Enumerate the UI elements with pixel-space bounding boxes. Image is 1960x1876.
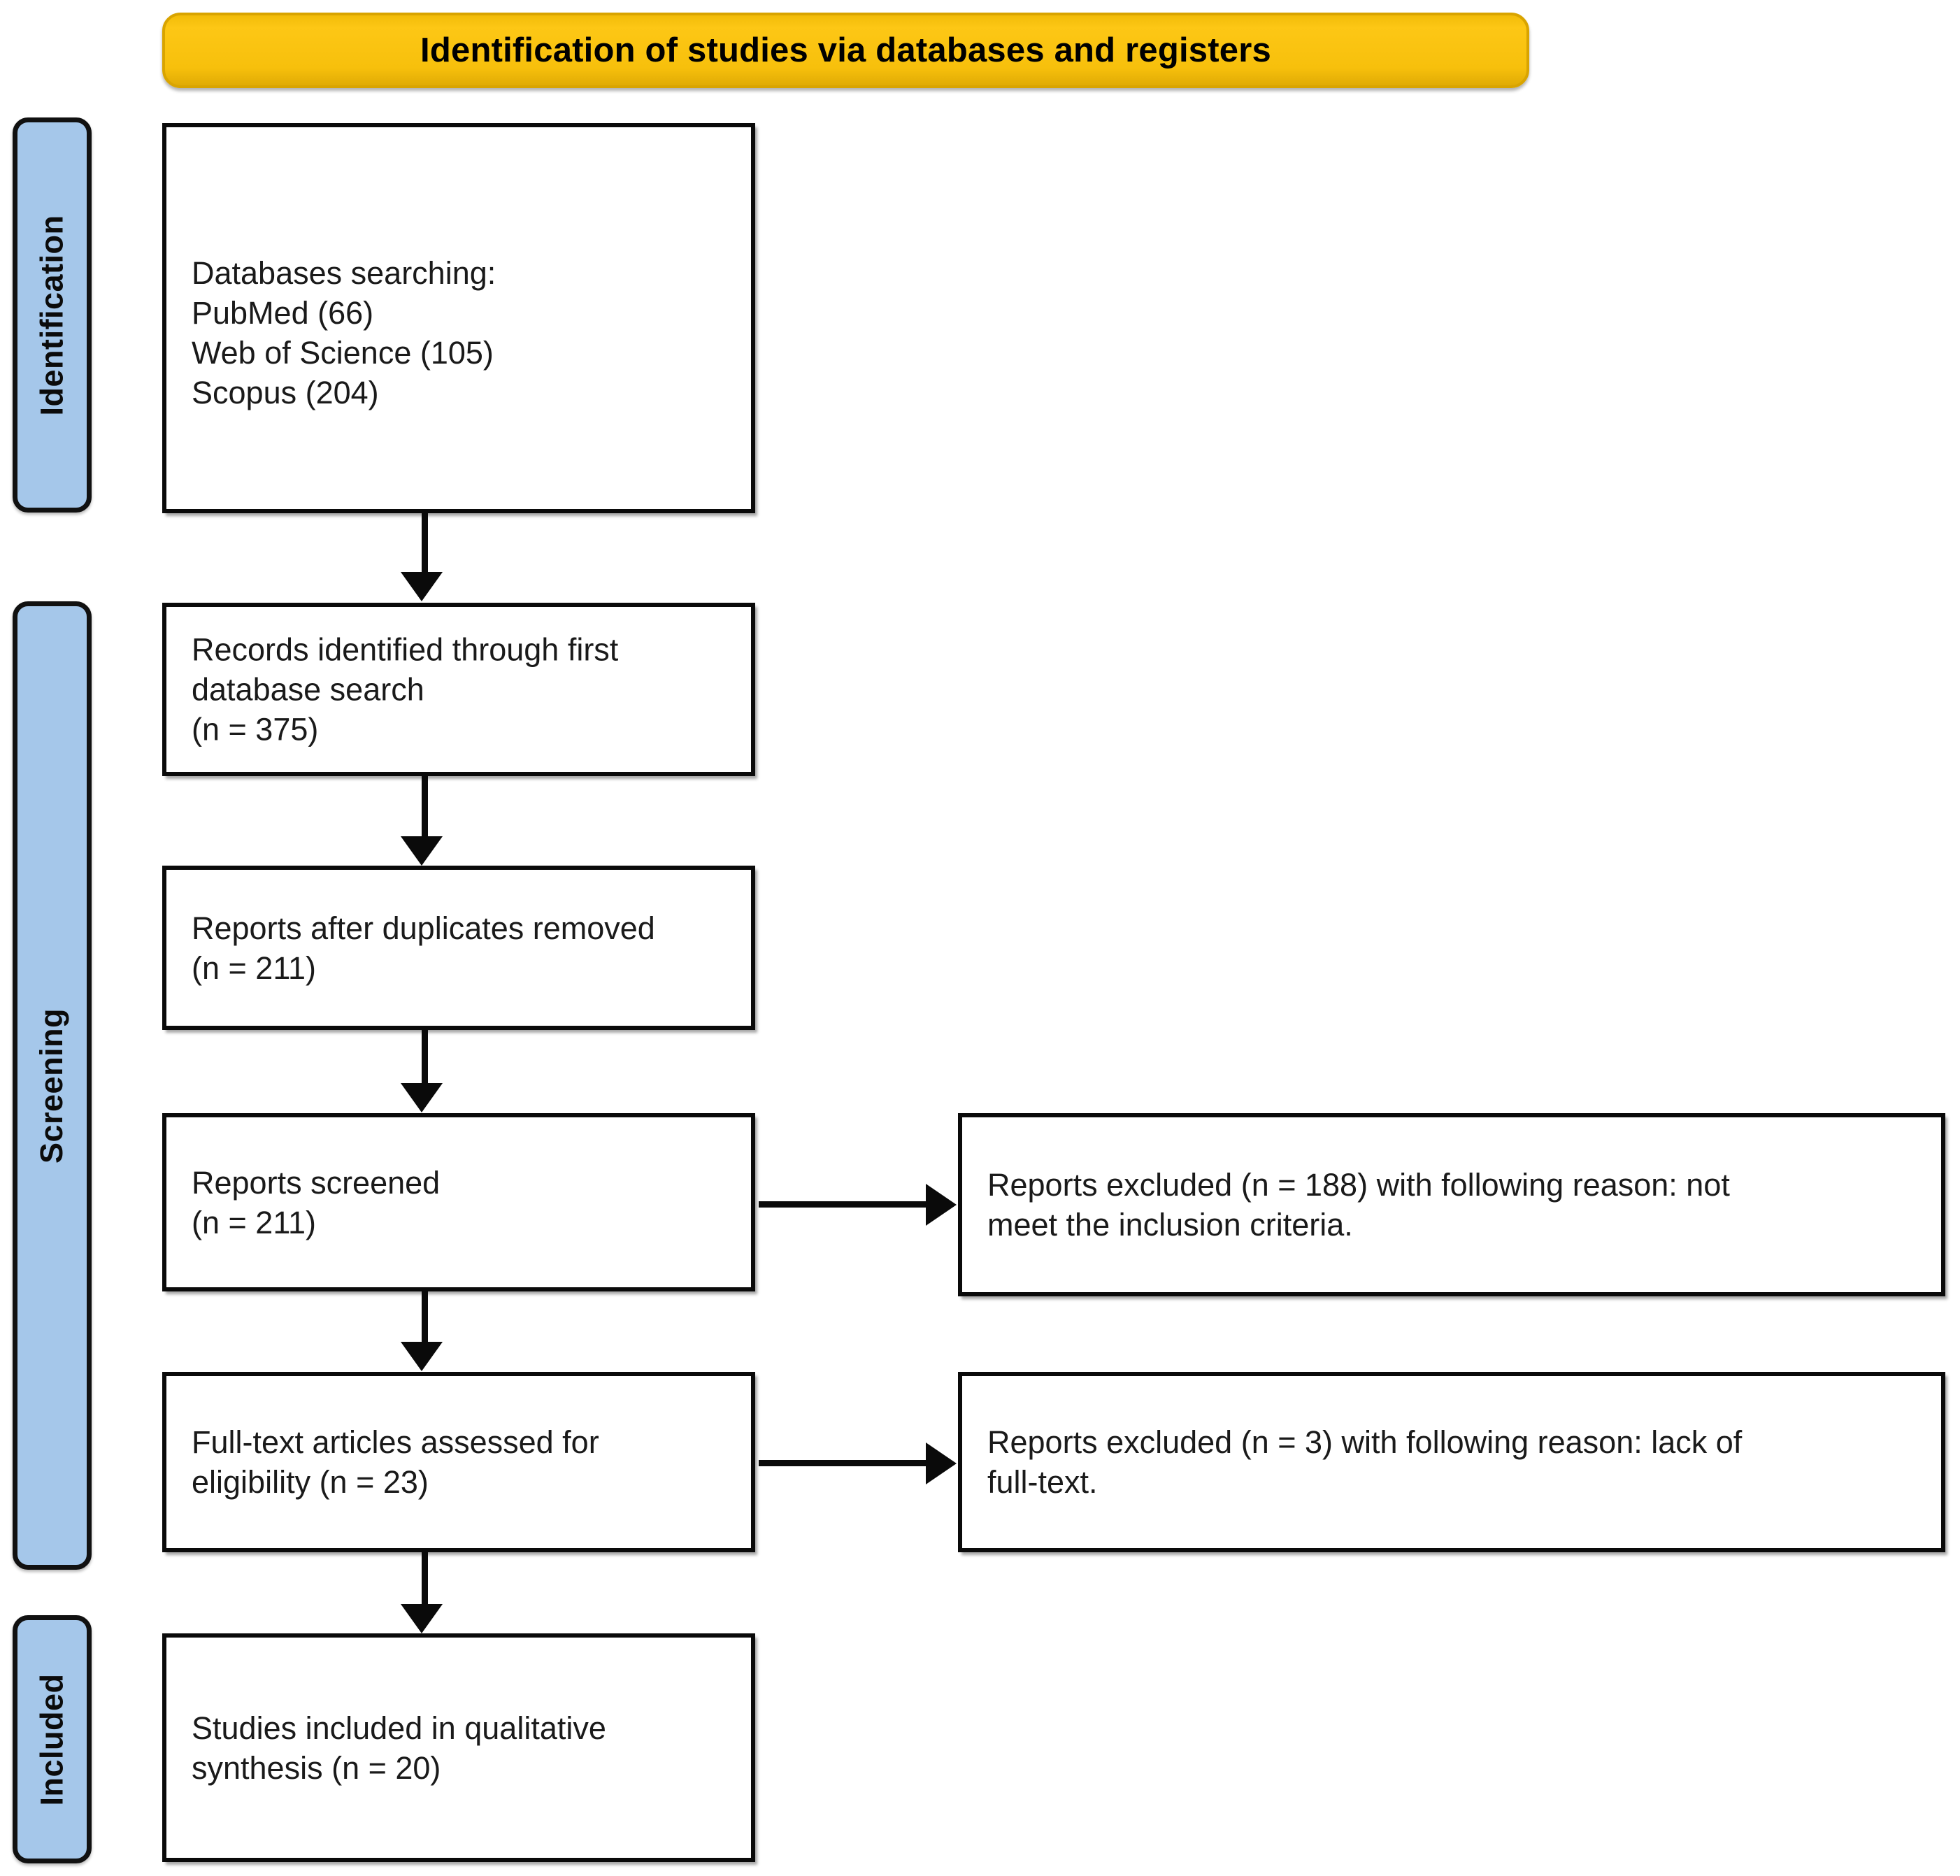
node-reports-excluded-screening: Reports excluded (n = 188) with followin… <box>958 1113 1945 1296</box>
node-records-identified-text: Records identified through first databas… <box>192 631 619 747</box>
node-fulltext-assessed-text: Full-text articles assessed for eligibil… <box>192 1424 599 1500</box>
connector-fulltext-to-included <box>422 1552 428 1607</box>
arrowhead-fulltext-to-included <box>401 1604 443 1633</box>
stage-label-identification-text: Identification <box>34 215 70 415</box>
node-databases-searching-text: Databases searching: PubMed (66) Web of … <box>192 255 496 411</box>
connector-screened-to-fulltext <box>422 1291 428 1345</box>
node-after-duplicates-removed: Reports after duplicates removed (n = 21… <box>162 866 755 1030</box>
node-databases-searching: Databases searching: PubMed (66) Web of … <box>162 123 755 513</box>
stage-label-screening-text: Screening <box>34 1008 70 1163</box>
node-after-duplicates-removed-text: Reports after duplicates removed (n = 21… <box>192 910 655 986</box>
connector-screened-to-excluded <box>759 1201 933 1208</box>
stage-label-included: Included <box>13 1615 92 1863</box>
connector-databases-to-records <box>422 513 428 575</box>
node-records-identified: Records identified through first databas… <box>162 603 755 776</box>
diagram-title-banner: Identification of studies via databases … <box>162 13 1529 88</box>
arrowhead-duplicates-to-screened <box>401 1083 443 1112</box>
arrowhead-screened-to-excluded <box>926 1184 957 1226</box>
arrowhead-records-to-duplicates <box>401 836 443 866</box>
connector-duplicates-to-screened <box>422 1030 428 1086</box>
node-studies-included: Studies included in qualitative synthesi… <box>162 1633 755 1862</box>
node-reports-excluded-screening-text: Reports excluded (n = 188) with followin… <box>987 1166 1730 1243</box>
node-reports-excluded-fulltext: Reports excluded (n = 3) with following … <box>958 1372 1945 1552</box>
node-reports-excluded-fulltext-text: Reports excluded (n = 3) with following … <box>987 1424 1743 1500</box>
stage-label-identification: Identification <box>13 117 92 513</box>
node-fulltext-assessed: Full-text articles assessed for eligibil… <box>162 1372 755 1552</box>
page-title: Identification of studies via databases … <box>420 31 1271 69</box>
arrowhead-fulltext-to-excluded <box>926 1442 957 1484</box>
stage-label-included-text: Included <box>34 1673 70 1806</box>
node-reports-screened-text: Reports screened (n = 211) <box>192 1164 441 1240</box>
node-reports-screened: Reports screened (n = 211) <box>162 1113 755 1291</box>
connector-records-to-duplicates <box>422 776 428 839</box>
stage-label-screening: Screening <box>13 601 92 1570</box>
node-studies-included-text: Studies included in qualitative synthesi… <box>192 1710 606 1786</box>
arrowhead-screened-to-fulltext <box>401 1342 443 1371</box>
connector-fulltext-to-excluded <box>759 1460 933 1466</box>
arrowhead-databases-to-records <box>401 572 443 601</box>
